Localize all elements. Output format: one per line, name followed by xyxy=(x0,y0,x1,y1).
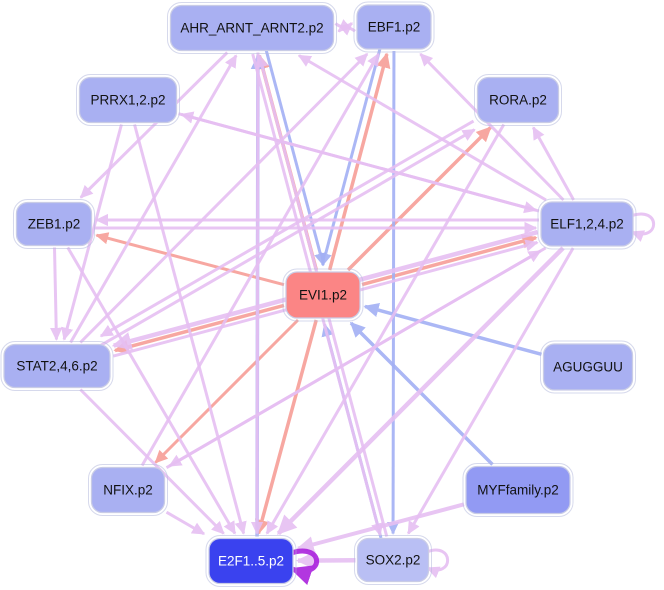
node-ebf1[interactable]: EBF1.p2 xyxy=(353,1,435,53)
edge-stat-rora xyxy=(98,128,476,348)
node-evi1[interactable]: EVI1.p2 xyxy=(282,268,364,322)
node-halo-agugguu xyxy=(540,340,636,394)
edge-myf-evi1 xyxy=(349,321,494,466)
edge-evi1-elf xyxy=(361,234,538,287)
edge-ebf1-evi1 xyxy=(319,48,382,267)
node-box-rora[interactable] xyxy=(476,76,560,124)
node-halo-ahr xyxy=(167,2,337,54)
node-ahr[interactable]: AHR_ARNT_ARNT2.p2 xyxy=(167,2,337,54)
self-loop-sox2 xyxy=(425,548,450,579)
node-box-elf[interactable] xyxy=(540,201,634,247)
node-halo-myf xyxy=(462,463,574,517)
node-e2f[interactable]: E2F1..5.p2 xyxy=(205,535,297,587)
edge-prrx-e2f xyxy=(133,124,247,535)
node-box-myf[interactable] xyxy=(465,465,571,515)
edge-zeb1-stat xyxy=(50,247,63,341)
edge-stat-ahr xyxy=(69,54,238,344)
node-halo-stat xyxy=(0,341,114,391)
node-box-ahr[interactable] xyxy=(169,4,335,52)
node-nfix[interactable]: NFIX.p2 xyxy=(88,464,168,516)
edge-elf-sox2 xyxy=(407,247,575,535)
node-prrx[interactable]: PRRX1,2.p2 xyxy=(76,74,180,126)
node-box-prrx[interactable] xyxy=(78,76,178,124)
node-halo-rora xyxy=(474,74,562,126)
edge-prrx-elf xyxy=(178,112,538,214)
node-box-sox2[interactable] xyxy=(356,537,430,583)
edge-nfix-ebf1 xyxy=(140,52,380,467)
node-box-zeb1[interactable] xyxy=(15,201,93,247)
edge-elf-e2f xyxy=(276,246,565,536)
edge-rora-e2f xyxy=(265,123,506,535)
edge-ebf1-sox2 xyxy=(386,50,400,535)
node-box-e2f[interactable] xyxy=(208,537,294,585)
edge-elf-ebf1 xyxy=(419,52,565,202)
node-halo-nfix xyxy=(88,464,168,516)
edge-elf-rora xyxy=(531,126,575,201)
node-halo-elf xyxy=(537,198,637,250)
node-halo-zeb1 xyxy=(13,199,95,249)
edge-rora-stat xyxy=(99,119,475,338)
node-box-nfix[interactable] xyxy=(90,466,166,514)
edge-evi1-rora xyxy=(346,126,492,272)
edge-stat-ebf1 xyxy=(79,52,369,344)
node-myf[interactable]: MYFfamily.p2 xyxy=(462,463,574,517)
node-box-stat[interactable] xyxy=(3,343,111,389)
node-sox2[interactable]: SOX2.p2 xyxy=(354,535,432,585)
edge-ahr-e2f xyxy=(250,52,264,535)
node-halo-prrx xyxy=(76,74,180,126)
self-loop-e2f xyxy=(289,548,319,585)
node-elf[interactable]: ELF1,2,4.p2 xyxy=(537,198,637,250)
node-halo-sox2 xyxy=(354,535,432,585)
node-box-agugguu[interactable] xyxy=(542,343,634,391)
edge-stat-e2f xyxy=(79,388,225,535)
self-loop-elf xyxy=(630,212,655,242)
node-halo-evi1 xyxy=(282,268,364,322)
node-stat[interactable]: STAT2,4,6.p2 xyxy=(0,341,114,391)
edge-evi1-e2f xyxy=(255,319,318,536)
edge-zeb1-e2f xyxy=(66,246,237,535)
edge-evi1-nfix xyxy=(154,318,300,464)
node-rora[interactable]: RORA.p2 xyxy=(474,74,562,126)
edge-ebf1-ahr xyxy=(337,19,356,33)
node-halo-ebf1 xyxy=(353,1,435,53)
edge-nfix-elf xyxy=(165,249,542,469)
node-box-evi1[interactable] xyxy=(285,271,361,319)
edge-nfix-e2f xyxy=(165,510,206,536)
node-halo-e2f xyxy=(205,535,297,587)
edge-layer xyxy=(50,19,655,585)
node-agugguu[interactable]: AGUGGUU xyxy=(540,340,636,394)
node-box-ebf1[interactable] xyxy=(356,4,432,50)
edge-ahr-ebf1 xyxy=(334,22,353,36)
node-zeb1[interactable]: ZEB1.p2 xyxy=(13,199,95,249)
edge-prrx-stat xyxy=(61,124,123,341)
